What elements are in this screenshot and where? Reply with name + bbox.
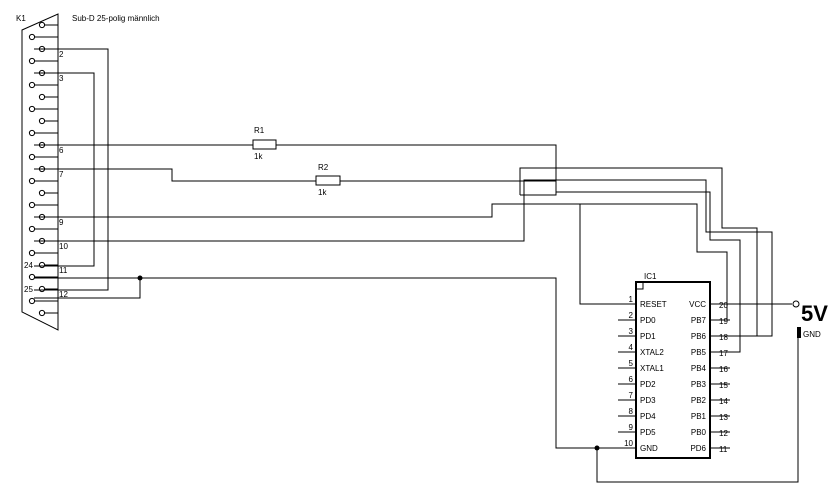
ic-pin1-marker (635, 281, 644, 290)
ic-pin-number: 17 (719, 349, 728, 358)
connector-pin-icon (38, 261, 46, 269)
ic-pin-number: 18 (719, 333, 728, 342)
wire-r2-junction (340, 180, 557, 196)
vcc-terminal-icon (792, 300, 800, 308)
resistor-ref: R2 (318, 163, 329, 172)
connector-pin-icon (28, 105, 36, 113)
connector-pin-icon (38, 189, 46, 197)
resistor-r2 (315, 175, 341, 186)
ic-pin-number: 3 (629, 327, 634, 336)
wire-pin9-pb7 (34, 203, 728, 321)
ic-pin-name: XTAL2 (640, 348, 664, 357)
ic-pin-number: 19 (719, 317, 728, 326)
ic-pin-number: 2 (629, 311, 634, 320)
connector-pin-label: 9 (59, 218, 64, 227)
ic-pin-name: PB3 (691, 380, 707, 389)
ic-pin-number: 20 (719, 301, 728, 310)
connector-pin-label: 24 (24, 261, 33, 270)
connector-pin-icon (38, 21, 46, 29)
ic-pin-name: PB0 (691, 428, 707, 437)
ic-pin-name: PB5 (691, 348, 707, 357)
connector-pin-icon (38, 117, 46, 125)
resistor-value: 1k (318, 188, 327, 197)
gnd-terminal-icon (797, 327, 801, 338)
ic-pin-name: PD5 (640, 428, 656, 437)
ic-body (635, 281, 711, 459)
ic-pin-number: 5 (629, 359, 634, 368)
ic-pin-name: RESET (640, 300, 667, 309)
connector-pin-label: 2 (59, 50, 64, 59)
resistor-r1 (252, 139, 277, 150)
connector-pin-icon (28, 201, 36, 209)
ic-pin-number: 13 (719, 413, 728, 422)
ic-pin-number: 12 (719, 429, 728, 438)
connector-pin-icon (28, 225, 36, 233)
vcc-label: 5V (801, 301, 828, 326)
ic-pin-name: PD4 (640, 412, 656, 421)
connector-pin-icon (28, 177, 36, 185)
ic-pin-name: GND (640, 444, 658, 453)
connector-pin-icon (28, 129, 36, 137)
wire-reset (579, 204, 629, 305)
ic-pin-name: XTAL1 (640, 364, 664, 373)
ic-pin-number: 7 (629, 391, 634, 400)
connector-pin-icon (38, 93, 46, 101)
ic-pin-name: PD6 (690, 444, 706, 453)
ic-pin-name: PB7 (691, 316, 707, 325)
ic-pin-number: 8 (629, 407, 634, 416)
ic-pin-name: PB2 (691, 396, 707, 405)
connector-pin-icon (28, 33, 36, 41)
resistor-ref: R1 (254, 126, 265, 135)
connector-pin-label: 6 (59, 146, 64, 155)
ic-pin-name: PB1 (691, 412, 707, 421)
ic-pin-name: PB6 (691, 332, 707, 341)
connector-pin-label: 12 (59, 290, 68, 299)
connector-pin-icon (28, 57, 36, 65)
connector-ref: K1 (16, 14, 26, 23)
connector-pin-icon (28, 273, 36, 281)
ic-pin-name: VCC (689, 300, 706, 309)
connector-pin-icon (38, 285, 46, 293)
wire-gnd-bus (34, 277, 629, 449)
connector-pin-label: 10 (59, 242, 68, 251)
wire-r1-pb5 (276, 144, 741, 353)
connector-pin-label: 25 (24, 285, 33, 294)
resistor-value: 1k (254, 152, 263, 161)
ic-ref: IC1 (644, 272, 657, 281)
connector-title: Sub-D 25-polig männlich (72, 14, 160, 23)
connector-body (21, 13, 59, 331)
connector-pin-label: 11 (59, 266, 68, 275)
connector-pin-icon (38, 309, 46, 317)
wire-gnd-pin25 (34, 278, 141, 299)
ic-pin-number: 14 (719, 397, 728, 406)
wire-pin10-pb6 (34, 179, 773, 337)
ic-pin-number: 1 (629, 295, 634, 304)
ic-pin-number: 9 (629, 423, 634, 432)
junction-dot (137, 275, 143, 281)
ic-pin-number: 4 (629, 343, 634, 352)
ic-pin-number: 6 (629, 375, 634, 384)
connector-pin-icon (28, 297, 36, 305)
gnd-label: GND (803, 330, 821, 339)
connector-pin-label: 7 (59, 170, 64, 179)
ic-pin-name: PD2 (640, 380, 656, 389)
wire-pin7-r2 (34, 168, 316, 182)
connector-pin-icon (28, 153, 36, 161)
ic-pins: 1RESET2PD03PD14XTAL25XTAL16PD27PD38PD49P… (618, 295, 730, 454)
ic-pin-number: 11 (719, 445, 728, 454)
ic-pin-name: PD1 (640, 332, 656, 341)
ic-pin-number: 15 (719, 381, 728, 390)
connector-pin-label: 3 (59, 74, 64, 83)
ic-pin-number: 16 (719, 365, 728, 374)
ic-pin-name: PD3 (640, 396, 656, 405)
wire-gnd-return (596, 333, 799, 483)
ic-pin-name: PB4 (691, 364, 707, 373)
ic-pin-name: PD0 (640, 316, 656, 325)
connector-pin-icon (28, 81, 36, 89)
connector-pin-icon (28, 249, 36, 257)
ic-pin-number: 10 (624, 439, 633, 448)
